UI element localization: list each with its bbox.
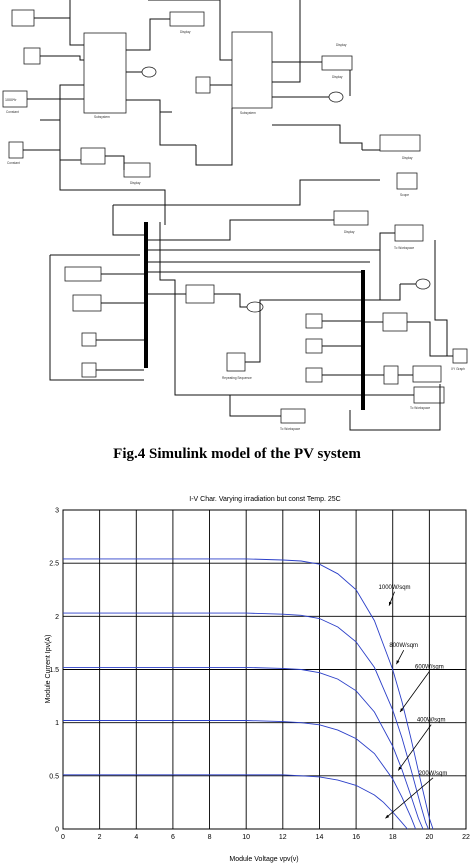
x-axis-label: Module Voltage vpv(v) [229,856,298,863]
display5-label: Display [344,230,355,234]
y-tick-label: 2 [55,614,59,621]
x-tick-label: 12 [279,834,287,841]
out-port-2 [328,91,344,103]
gain-block-4 [305,367,323,383]
annotation-arrowhead [385,814,390,819]
display4-label: Display [402,156,413,160]
product-block [383,365,399,385]
x-tick-label: 6 [171,834,175,841]
subsystem2-label: Subsystem [240,111,256,115]
display1-label: Display [180,30,191,34]
constant-block-2 [8,141,24,159]
iv-curve [63,612,429,830]
workspace2-label: To Workspace [410,406,430,410]
iv-characteristic-chart: I-V Char. Varying irradiation but const … [45,496,470,863]
workspace-block-4 [280,408,306,424]
display2-label: Display [332,75,343,79]
annotation-arrowhead [398,766,402,771]
fcn-block-2 [185,284,215,304]
x-tick-label: 22 [462,834,470,841]
annotation-arrowhead [388,601,392,606]
x-tick-label: 0 [61,834,65,841]
input-block-2 [23,47,41,65]
xy-label: XY Graph [451,367,465,371]
annotation-label: 800W/sqm [389,643,418,649]
subsystem-block-1 [83,32,127,114]
constant1-value: 1000*Ir [5,98,17,102]
figure-caption: Fig.4 Simulink model of the PV system [113,446,361,462]
x-tick-label: 8 [208,834,212,841]
mux-bar-1 [144,222,148,368]
annotation-label: 600W/sqm [415,665,444,671]
input-block-4 [81,332,97,347]
subsystem1-label: Subsystem [94,115,110,119]
annotation-label: 400W/sqm [417,718,446,724]
constant1-label: Constant [6,110,19,114]
display3-label: Display [130,181,141,185]
workspace-block-2 [412,365,442,383]
curve-layer [63,558,434,830]
subsystem-block-2 [231,31,273,109]
x-tick-label: 16 [352,834,360,841]
xy-graph-block [452,348,468,364]
scope-label: Scope [400,193,409,197]
input-block-3 [72,294,102,312]
display-block-5 [333,210,369,226]
workspace3-label: To Workspace [280,427,300,431]
input-block-5 [81,362,97,378]
chart-title: I-V Char. Varying irradiation but const … [189,496,340,503]
display-block-3 [123,162,151,178]
x-tick-label: 4 [134,834,138,841]
annotation-label: 1000W/sqm [379,585,411,591]
annotation-arrowhead [400,708,404,713]
y-tick-label: 1 [55,720,59,727]
fcn-block-1 [80,147,106,165]
iv-curve [63,558,434,830]
out-port-3 [246,301,264,313]
constant2-label: Constant [7,161,20,165]
display6-label: Display [336,43,347,47]
x-tick-label: 20 [425,834,433,841]
repeating-sequence-block [226,352,246,372]
out-port-4 [415,278,431,290]
annotation-arrowhead [396,660,400,665]
workspace1-label: To Workspace [394,246,414,250]
gain-block-1 [195,76,211,94]
x-tick-label: 18 [389,834,397,841]
display-block-1 [169,11,205,27]
x-tick-label: 14 [316,834,324,841]
y-tick-label: 1.5 [49,667,59,674]
display-block-4 [379,134,421,152]
annotation-arrow-line [399,671,430,713]
scope-block [396,172,418,190]
simulink-model-diagram: 1000*Ir Constant Constant Subsystem Disp… [2,0,468,431]
signal-wires [23,0,453,431]
y-tick-label: 0 [55,827,59,834]
x-tick-label: 10 [242,834,250,841]
iv-curve [63,666,424,830]
y-tick-label: 2.5 [49,561,59,568]
display-block-2 [321,55,353,71]
gain-block-3 [305,338,323,354]
plot-frame [62,509,467,830]
axis-ticks: 0 2 4 6 8 10 12 14 16 18 20 22 0 0.5 1 1.5 2 2.5 3 [49,508,470,842]
repeating-label: Repeating Sequence [222,376,252,380]
y-tick-label: 3 [55,508,59,515]
fcn-block-3 [382,312,408,332]
workspace-block-1 [394,224,424,242]
mux-bar-2 [361,270,365,410]
y-axis-label: Module Current Ipv(A) [45,635,52,704]
annotation-arrow-line [397,724,432,771]
x-tick-label: 2 [98,834,102,841]
annotation-label: 200W/sqm [419,771,448,777]
input-block-1 [11,9,35,27]
gain-block-2 [305,313,323,329]
iv-curve [63,720,417,830]
annotation-arrow-line [385,777,434,819]
y-tick-label: 0.5 [49,773,59,780]
iv-curve [63,774,408,830]
constant-block-3 [64,266,102,282]
annotation-layer: 1000W/sqm 800W/sqm 600W/sqm 400W/sqm 200W/sq… [379,585,448,819]
out-port-1 [141,66,157,78]
